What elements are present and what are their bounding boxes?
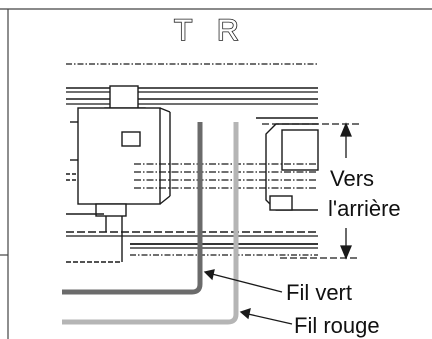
direction-arrow [262,122,360,260]
green-wire [62,122,203,295]
connector-right [256,117,319,211]
leader-lines [203,269,293,325]
direction-label-line2: l'arrière [328,196,401,221]
connector-drawing [66,63,319,263]
red-wire [62,122,239,325]
direction-label-line1: Vers [330,166,374,191]
frame [0,8,432,339]
red-wire-label: Fil rouge [294,313,380,338]
connector-left [70,85,171,262]
header-letter-r: R [217,14,239,47]
green-wire-label: Fil vert [286,280,352,305]
header-letter-t: T [174,14,192,47]
